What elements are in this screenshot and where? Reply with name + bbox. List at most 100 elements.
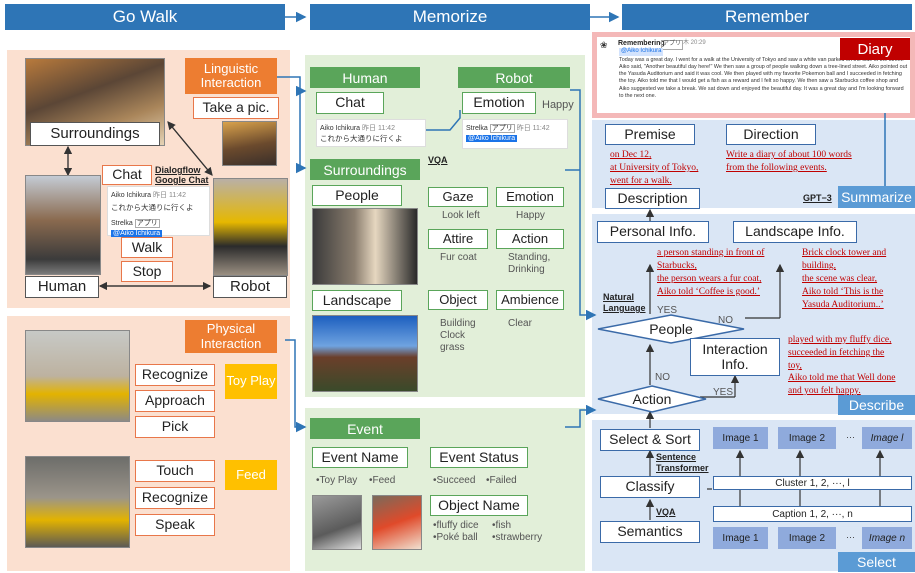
caption-box: Caption 1, 2, ···, n	[713, 506, 912, 522]
people-decision-label: People	[649, 321, 693, 337]
drinking-text: Drinking	[508, 264, 545, 275]
failed-text: •Failed	[486, 475, 517, 486]
language-label: Language	[603, 303, 646, 313]
dialogflow-label: Dialogflow	[155, 165, 201, 175]
landscape-line-2: building,	[802, 261, 837, 271]
interaction-line-2: succeeded in fetching the	[788, 348, 885, 358]
feed-tag: Feed	[225, 460, 277, 490]
chat-box: Chat	[102, 165, 152, 185]
surroundings-title: Surroundings	[310, 159, 420, 180]
object-name-box: Object Name	[430, 495, 528, 516]
premise-line-2: at University of Tokyo,	[610, 163, 699, 173]
obj-pokeball: •Poké ball	[433, 532, 478, 543]
personal-line-2: Starbucks,	[657, 261, 697, 271]
attire-box: Attire	[428, 229, 488, 249]
dice-photo	[312, 495, 362, 550]
succeed-text: •Succeed	[433, 475, 476, 486]
diary-mention: @Aiko Ichikura	[619, 48, 664, 56]
header-remember: Remember	[622, 4, 912, 30]
event-status-box: Event Status	[430, 447, 528, 468]
natural-label: Natural	[603, 292, 635, 302]
surroundings-label: Surroundings	[30, 122, 160, 146]
robot-photo	[213, 178, 288, 276]
remembering-icon: ❀	[600, 40, 608, 50]
lookleft-text: Look left	[442, 210, 480, 221]
gaze-box: Gaze	[428, 187, 488, 207]
interaction-line-3: toy,	[788, 361, 802, 371]
pick-box: Pick	[135, 416, 215, 438]
people-decision	[597, 314, 745, 344]
touch-box: Touch	[135, 460, 215, 482]
object-box: Object	[428, 290, 488, 310]
event-title: Event	[310, 418, 420, 439]
yes-label-2: YES	[713, 387, 734, 398]
premise-line-1: on Dec 12,	[610, 150, 652, 160]
people-box: People	[312, 185, 402, 206]
premise-line-3: went for a walk.	[610, 176, 672, 186]
remembering-app: アプリ	[661, 40, 684, 50]
landscape-line-5: Yasuda Auditorium..’	[802, 300, 884, 310]
transformer-label: Transformer	[656, 463, 709, 473]
feed-photo	[25, 456, 130, 548]
classify-box: Classify	[600, 476, 700, 498]
event-name-box: Event Name	[312, 447, 408, 468]
diary-text: Today was a great day. I went for a walk…	[619, 57, 908, 99]
image-l-top: Image l	[862, 427, 912, 449]
recognize-box: Recognize	[135, 364, 215, 386]
grass-text: grass	[440, 342, 465, 353]
take-pic-box: Take a pic.	[193, 97, 279, 119]
landscape-line-1: Brick clock tower and	[802, 248, 887, 258]
image-1-top: Image 1	[713, 427, 768, 449]
people-photo	[312, 208, 418, 285]
description-box: Description	[605, 188, 700, 209]
cluster-box: Cluster 1, 2, ···, l	[713, 476, 912, 490]
emotion-robot-box: Emotion	[462, 92, 536, 114]
building-text: Building	[440, 318, 476, 329]
dots-top: ···	[846, 432, 855, 442]
physical-interaction-tag: Physical Interaction	[185, 320, 277, 353]
furcoat-text: Fur coat	[440, 252, 477, 263]
remembering-name: Remembering	[618, 40, 665, 47]
mem-chat-snippet: Aiko Ichikura 昨日 11:42 これから大通りに行くよ	[316, 119, 426, 147]
linguistic-interaction-tag: Linguistic Interaction	[185, 58, 277, 94]
happy-robot: Happy	[542, 99, 574, 111]
gpt3-label: GPT−3	[803, 193, 832, 203]
chat-line-2: Strelka アプリ	[111, 219, 160, 228]
diary-tag: Diary	[840, 38, 910, 60]
summarize-tag: Summarize	[838, 186, 915, 208]
personal-line-1: a person standing in front of	[657, 248, 765, 258]
obj-dice: •fluffy dice	[433, 520, 479, 531]
select-sort-box: Select & Sort	[600, 429, 700, 451]
recognize2-box: Recognize	[135, 487, 215, 509]
image-n-bottom: Image n	[862, 527, 912, 549]
action-decision-label: Action	[632, 391, 672, 407]
interaction-info-box: Interaction Info.	[690, 338, 780, 376]
human-label: Human	[25, 276, 99, 298]
chat-mem-box: Chat	[316, 92, 384, 114]
yes-label-1: YES	[657, 305, 678, 316]
no-label-1: NO	[718, 315, 733, 326]
semantics-box: Semantics	[600, 521, 700, 543]
landscape-line-4: Aiko told ‘This is the	[802, 287, 884, 297]
robot-chat-mention: @Aiko Ichikura	[466, 135, 518, 142]
fish-photo	[372, 495, 422, 550]
toyplay-text: •Toy Play	[316, 475, 358, 486]
describe-panel	[592, 214, 915, 414]
vqa-label: VQA	[656, 507, 676, 517]
landscape-line-3: the scene was clear,	[802, 274, 878, 284]
mem-chat-msg: これから大通りに行くよ	[320, 134, 403, 143]
obj-strawberry: •strawberry	[492, 532, 543, 543]
google-chat-label: Google Chat	[155, 175, 209, 185]
chat-mention: @Aiko Ichikura	[111, 230, 163, 237]
premise-box: Premise	[605, 124, 695, 145]
speak-box: Speak	[135, 514, 215, 536]
toy-play-tag: Toy Play	[225, 364, 277, 399]
remembering-time: 木 20:29	[683, 40, 706, 46]
interaction-line-4: Aiko told me that Well done	[788, 373, 896, 383]
emotion-box: Emotion	[496, 187, 564, 207]
obj-fish: •fish	[492, 520, 512, 531]
dots-bottom: ···	[846, 532, 855, 542]
human-photo	[25, 175, 101, 275]
happy-text: Happy	[516, 210, 545, 221]
